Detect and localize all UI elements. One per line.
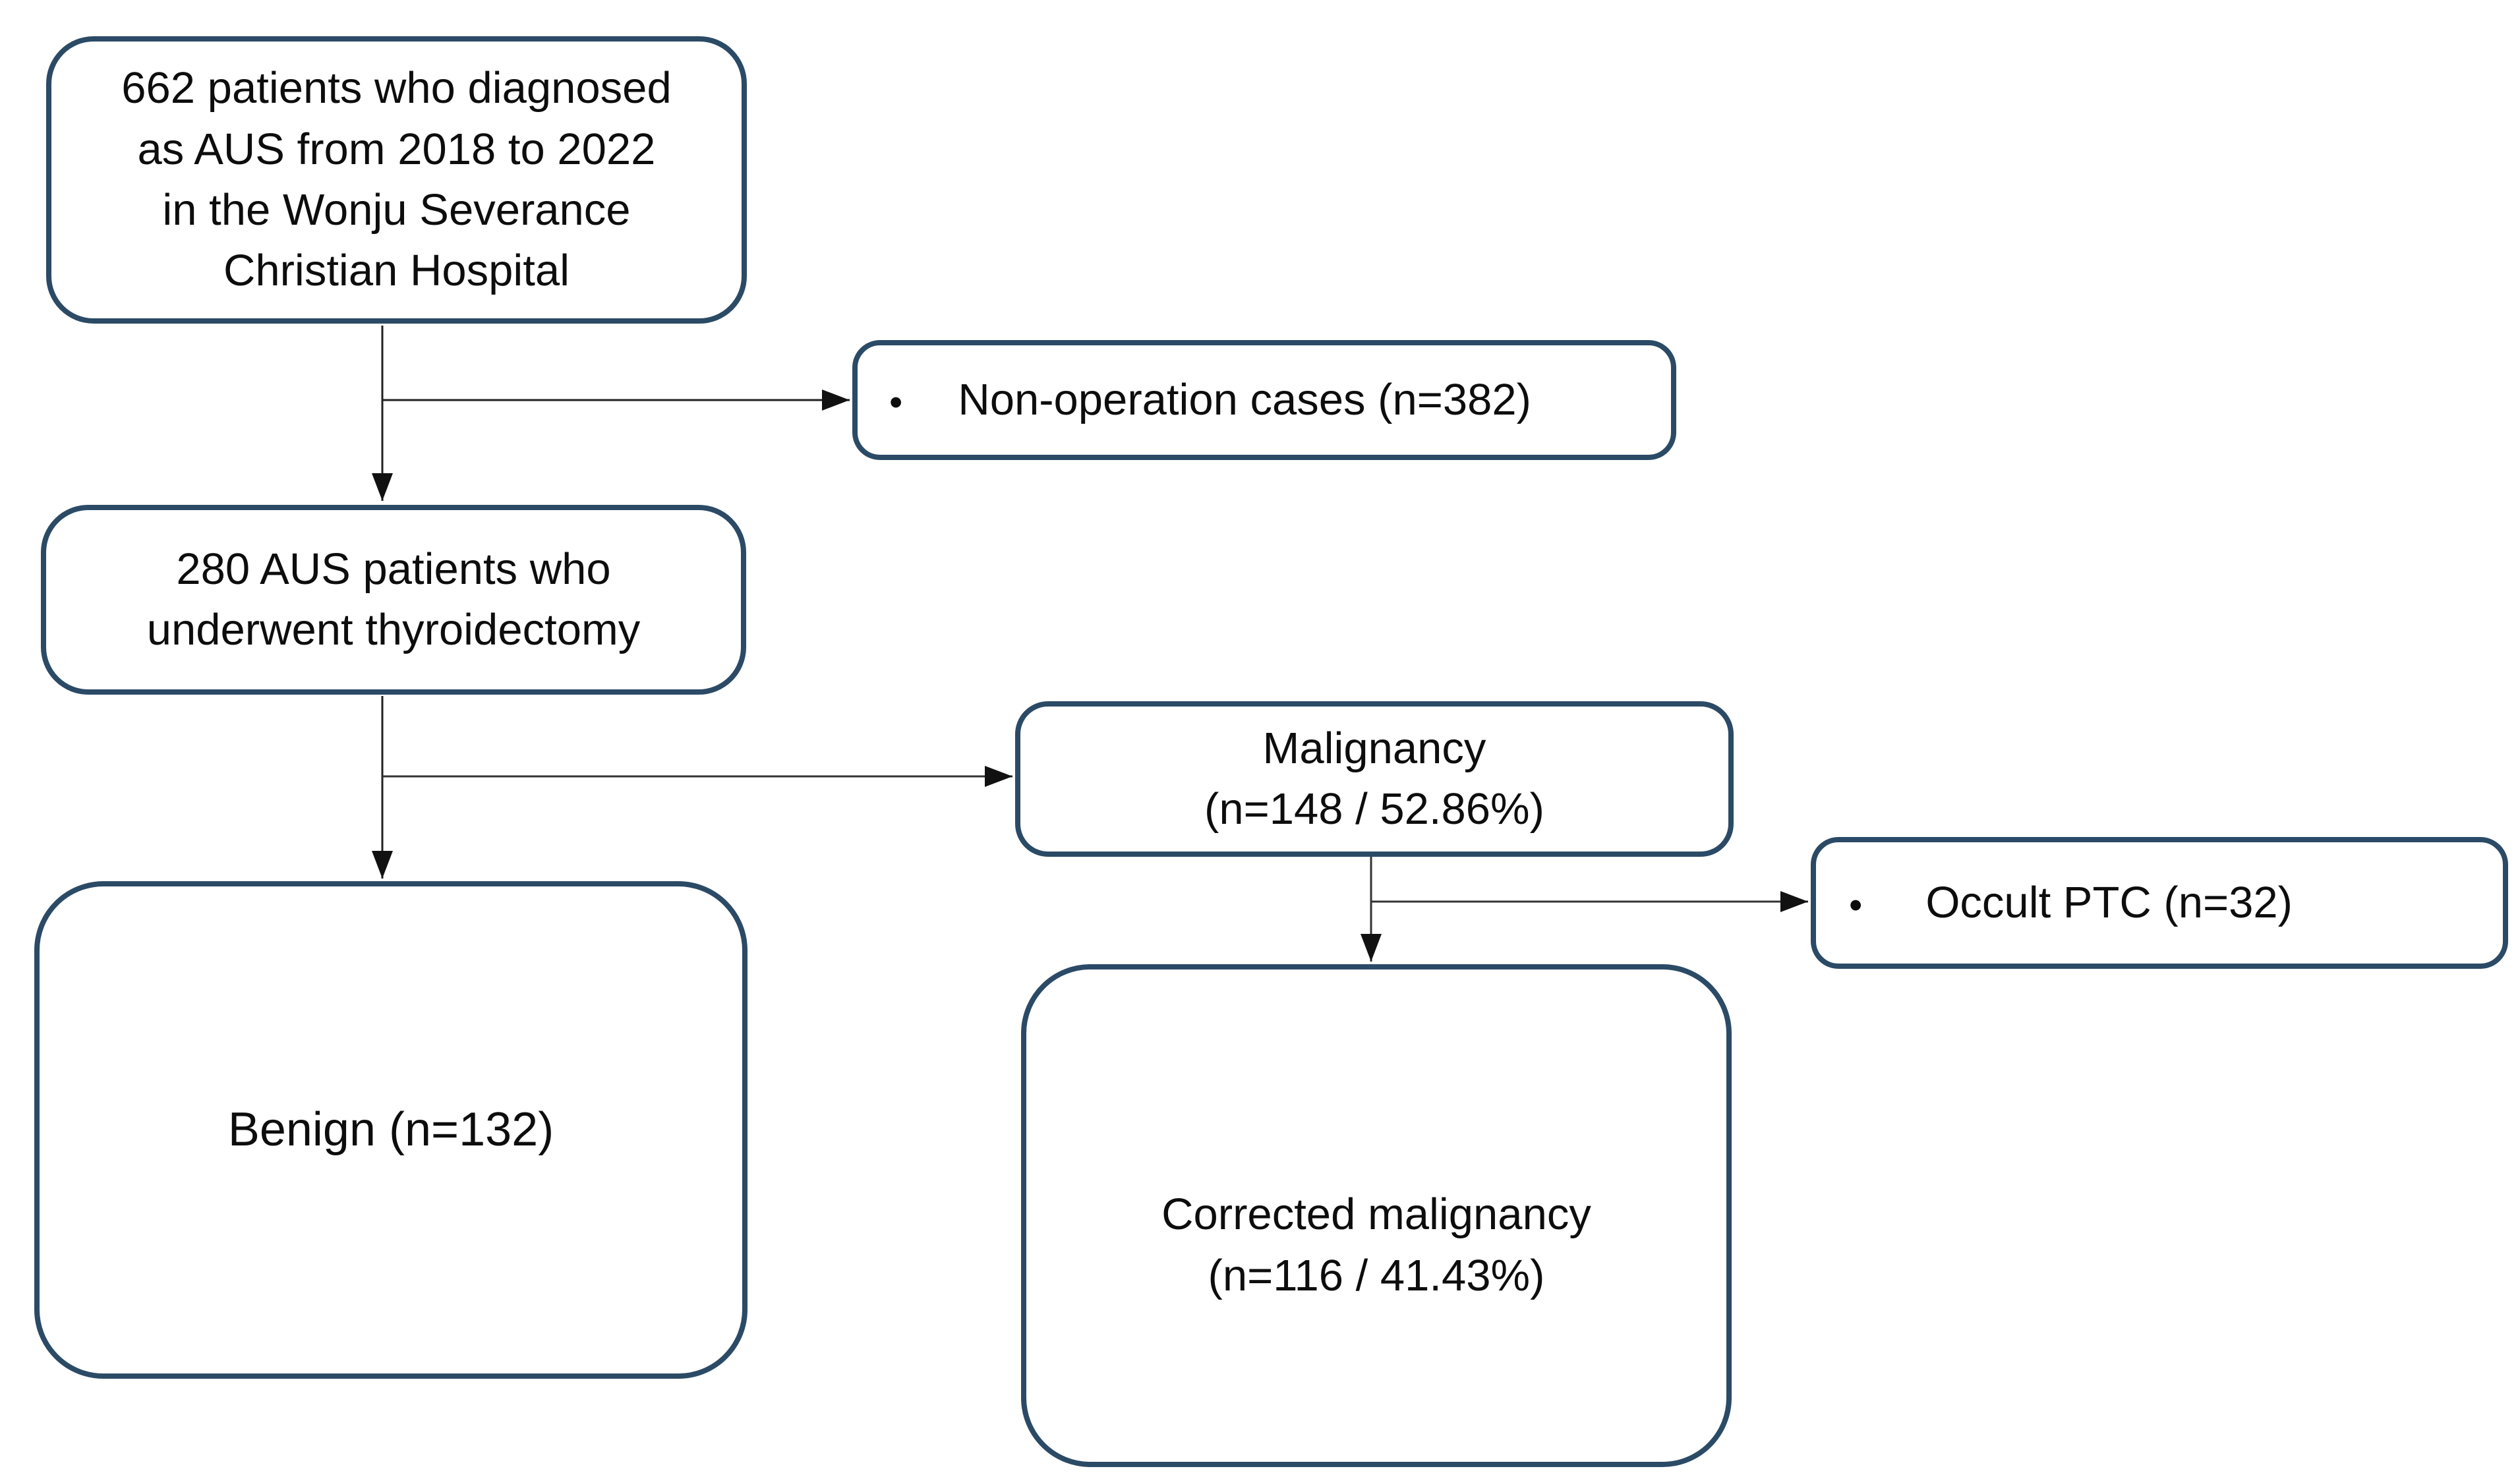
node-benign-label: Benign (n=132) [227, 1103, 554, 1156]
bullet-icon: • [1849, 884, 1863, 927]
node-malignancy-label: Malignancy (n=148 / 52.86%) [1204, 723, 1544, 834]
node-benign: Benign (n=132) [34, 881, 747, 1379]
node-thyroidectomy-patients-label: 280 AUS patients who underwent thyroidec… [146, 544, 641, 654]
node-malignancy: Malignancy (n=148 / 52.86%) [1015, 701, 1734, 857]
node-thyroidectomy-patients: 280 AUS patients who underwent thyroidec… [41, 505, 746, 695]
node-non-operation-cases-label: Non-operation cases (n=382) [958, 374, 1531, 424]
node-non-operation-cases: • Non-operation cases (n=382) [852, 340, 1676, 460]
node-initial-cohort-label: 662 patients who diagnosed as AUS from 2… [121, 63, 672, 296]
node-occult-ptc: • Occult PTC (n=32) [1811, 837, 2508, 969]
node-occult-ptc-label: Occult PTC (n=32) [1925, 877, 2293, 927]
node-initial-cohort: 662 patients who diagnosed as AUS from 2… [46, 36, 747, 324]
bullet-icon: • [889, 381, 903, 424]
node-corrected-malignancy-label: Corrected malignancy (n=116 / 41.43%) [1161, 1190, 1591, 1300]
node-corrected-malignancy: Corrected malignancy (n=116 / 41.43%) [1021, 964, 1732, 1467]
